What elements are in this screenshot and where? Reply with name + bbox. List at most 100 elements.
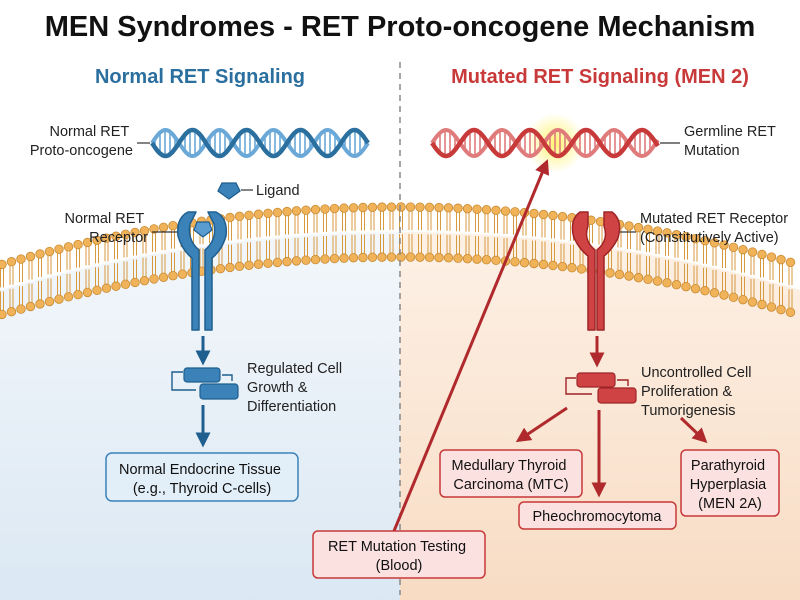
lipid-head [671, 230, 682, 240]
mtc-text: Medullary Thyroid Carcinoma (MTC) [451, 458, 570, 493]
lipid-head [139, 225, 150, 236]
lipid-head [120, 229, 131, 240]
lipid-head [728, 242, 739, 253]
lipid-head [253, 209, 264, 219]
lipid-head [405, 252, 416, 262]
lipid-head [158, 272, 169, 282]
lipid-head [567, 263, 577, 273]
lipid-head [510, 257, 520, 267]
lipid-head [472, 254, 482, 264]
lipid-head [225, 212, 235, 223]
ret-mutation-testing-text: RET Mutation Testing (Blood) [328, 539, 470, 574]
lipid-head [82, 237, 93, 248]
lipid-head [320, 254, 330, 264]
lipid-head [462, 203, 473, 214]
lipid-head [690, 283, 701, 294]
lipid-head [738, 244, 748, 255]
lipid-head [671, 280, 682, 290]
lipid-head [785, 257, 796, 267]
mutated-receptor-label: Mutated RET Receptor (Constitutively Act… [640, 211, 792, 246]
lipid-head [519, 257, 530, 268]
lipid-head [282, 206, 292, 217]
lipid-head [776, 254, 786, 265]
lipid-head [662, 228, 672, 238]
lipid-head [244, 210, 254, 220]
lipid-head [92, 235, 102, 245]
lipid-head [557, 261, 568, 272]
lipid-head [747, 297, 758, 307]
lipid-head [757, 299, 767, 310]
lipid-head [443, 203, 454, 213]
lipid-head [538, 259, 549, 270]
mtc-box [439, 449, 583, 498]
lipid-head [73, 239, 83, 250]
mutated-signaling-process-icon [565, 372, 637, 404]
mutated-dna-helix [430, 127, 660, 159]
lipid-head [329, 253, 340, 264]
pheo-text: Pheochromocytoma [533, 509, 663, 525]
testing-to-mutation-arrow [392, 159, 550, 532]
lipid-head [700, 236, 710, 246]
normal-dna-helix [150, 127, 370, 159]
lipid-head [624, 221, 634, 231]
lipid-head [491, 205, 501, 216]
lipid-head [310, 204, 321, 215]
normal-ret-receptor-icon [176, 211, 228, 331]
lipid-head [624, 271, 634, 281]
lipid-head [605, 268, 615, 278]
lipid-head [747, 247, 758, 257]
lipid-head [367, 252, 378, 262]
lipid-head [538, 209, 549, 220]
lipid-head [434, 202, 444, 213]
lipid-head [377, 202, 387, 212]
lipid-head [101, 233, 112, 243]
lipid-head [709, 238, 720, 248]
mutated-panel-heading: Mutated RET Signaling (MEN 2) [451, 66, 749, 88]
lipid-head [168, 270, 178, 281]
lipid-head [339, 253, 349, 263]
lipid-head [700, 286, 710, 296]
lipid-head [358, 252, 368, 263]
lipid-head [443, 253, 454, 263]
normal-tissue-text: Normal Endocrine Tissue (e.g., Thyroid C… [119, 462, 285, 497]
lipid-head [44, 296, 55, 307]
ret-mutation-testing-box [312, 530, 486, 579]
lipid-head [529, 258, 539, 269]
lipid-head [63, 292, 74, 302]
lipid-head [424, 202, 435, 213]
lipid-head [272, 257, 283, 268]
lipid-head [396, 252, 406, 262]
normal-panel-heading: Normal RET Signaling [95, 66, 305, 88]
ligand-icon [217, 182, 241, 200]
lipid-head [291, 206, 302, 216]
lipid-head [234, 211, 245, 222]
lipid-head [766, 302, 777, 312]
lipid-head [405, 202, 416, 212]
lipid-head [367, 202, 378, 212]
lipid-head [168, 220, 178, 231]
pheo-box [518, 501, 677, 530]
lipid-head [158, 222, 169, 232]
lipid-head [6, 307, 17, 317]
parathyroid-box [680, 449, 780, 517]
lipid-head [44, 246, 55, 257]
lipid-head [263, 208, 273, 219]
lipid-head [776, 304, 786, 315]
lipid-head [500, 206, 511, 216]
lipid-head [557, 211, 568, 222]
lipid-head [263, 258, 273, 269]
lipid-head [719, 290, 729, 300]
lipid-head [0, 259, 7, 270]
lipid-head [54, 244, 64, 254]
lipid-head [54, 294, 64, 304]
lipid-head [424, 252, 435, 263]
cell-membrane [0, 202, 796, 320]
lipid-head [681, 231, 691, 242]
lipid-head [453, 253, 463, 263]
dna-strand-front [150, 127, 370, 159]
normal-tissue-box [105, 452, 299, 502]
lipid-head [25, 301, 36, 312]
lipid-head [576, 264, 587, 274]
lipid-head [510, 207, 520, 217]
lipid-head [757, 249, 767, 260]
